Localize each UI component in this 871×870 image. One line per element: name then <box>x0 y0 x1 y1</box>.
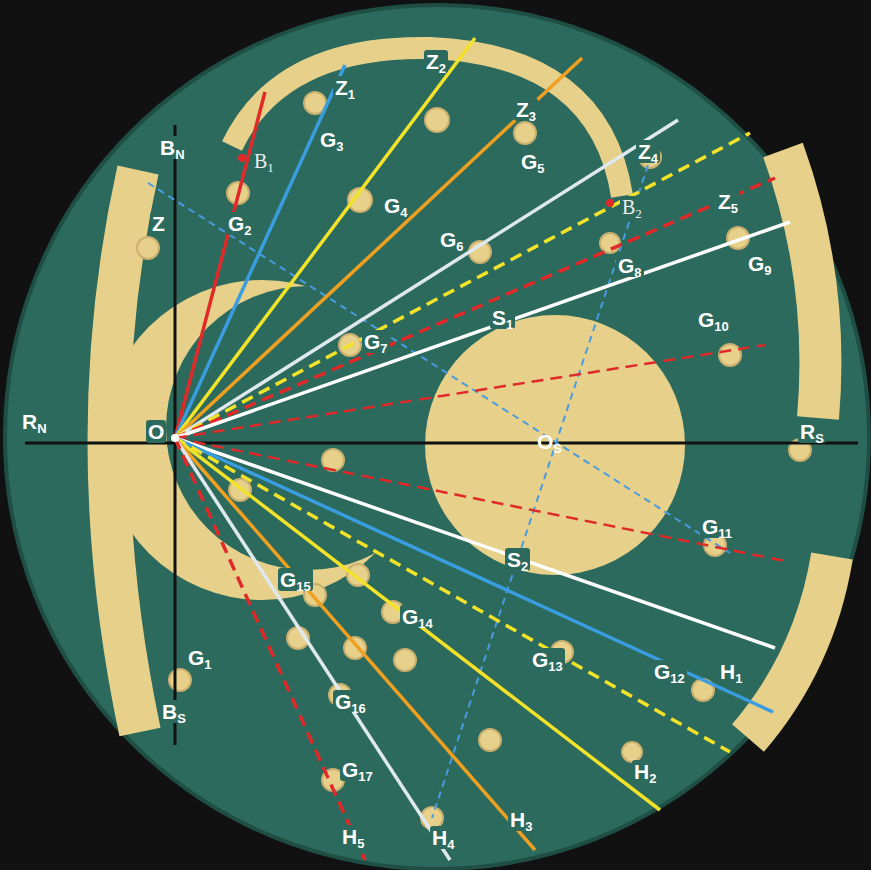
point-label: H1 <box>718 660 744 683</box>
point-label: G5 <box>519 150 547 173</box>
point-label: S1 <box>490 306 515 329</box>
point-label: RN <box>20 410 49 433</box>
point-label: S2 <box>505 548 530 571</box>
point-label: G10 <box>696 308 731 331</box>
point-label: G14 <box>400 605 435 628</box>
point-label: G13 <box>530 648 565 671</box>
point-label: G8 <box>616 254 644 277</box>
point-label: G12 <box>652 660 687 683</box>
point-label: O <box>146 420 166 443</box>
point-label: G2 <box>226 212 254 235</box>
point-label: G1 <box>186 646 214 669</box>
point-label: G4 <box>382 194 410 217</box>
point-label: G3 <box>318 128 346 151</box>
point-label: Z5 <box>716 190 740 213</box>
point-label: G16 <box>333 690 368 713</box>
point-label: Z4 <box>636 140 660 163</box>
point-label: RS <box>798 420 826 443</box>
point-label: G15 <box>278 568 313 591</box>
point-label: G11 <box>700 515 734 538</box>
point-label: Z <box>150 212 167 235</box>
point-label: H5 <box>340 825 366 848</box>
point-label: OS <box>535 430 564 453</box>
point-label: Z3 <box>514 98 538 121</box>
point-label: G17 <box>340 758 375 781</box>
point-label: H3 <box>508 808 534 831</box>
point-label: Z1 <box>333 76 357 99</box>
point-label: H2 <box>632 760 658 783</box>
point-label: B2 <box>620 196 644 218</box>
point-label: H4 <box>430 826 456 849</box>
point-label: G7 <box>362 330 390 353</box>
point-label: B1 <box>252 150 276 172</box>
point-label: Z2 <box>424 50 448 73</box>
point-label: G9 <box>746 252 774 275</box>
point-label: G6 <box>438 228 466 251</box>
point-label: BS <box>160 700 188 723</box>
point-label: BN <box>158 136 187 159</box>
